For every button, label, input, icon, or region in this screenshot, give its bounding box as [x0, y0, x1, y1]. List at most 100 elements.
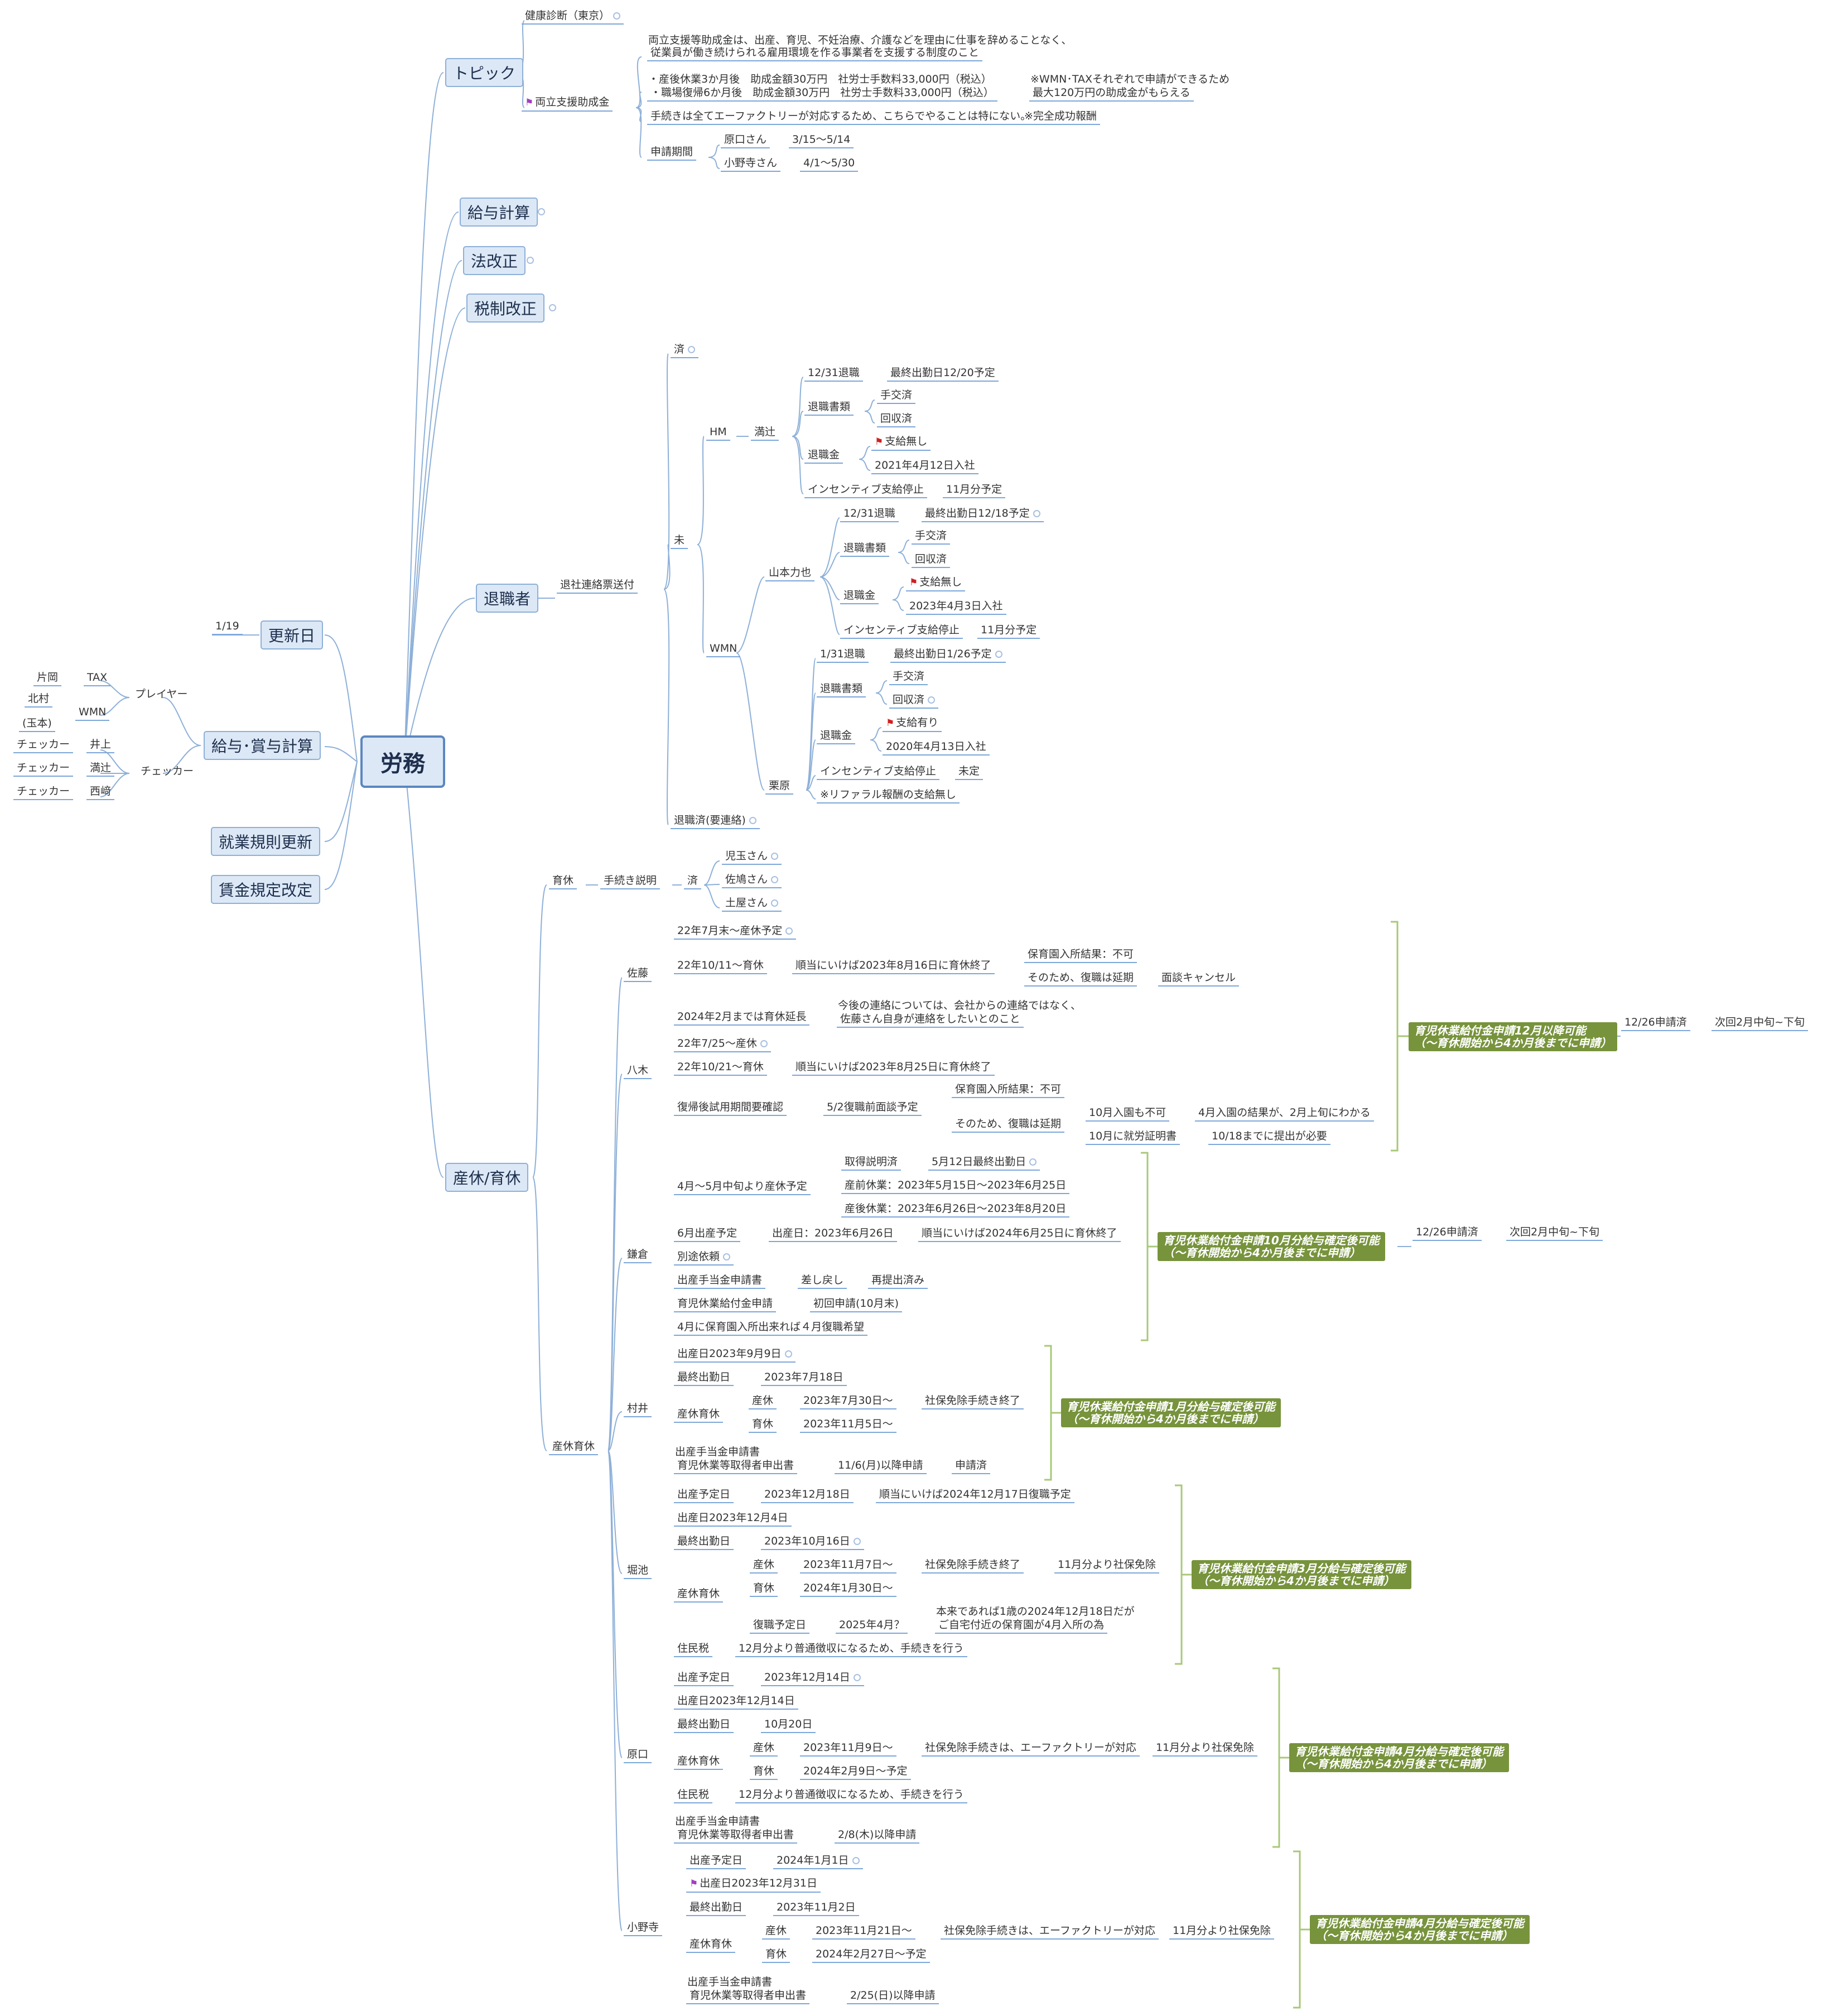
collapse-dot-icon[interactable] [853, 1674, 861, 1681]
leave-item: 出産予定日 [674, 1488, 734, 1503]
branch-law[interactable]: 法改正 [463, 246, 526, 275]
hire-date: 2021年4月12日入社 [871, 459, 978, 474]
person-explained: 佐鳩さん [722, 873, 782, 888]
employee-name[interactable]: 鎌倉 [624, 1248, 652, 1263]
collapse-dot-icon[interactable] [1033, 510, 1040, 517]
branch-topic[interactable]: トピック [445, 58, 524, 87]
employee-name[interactable]: 原口 [624, 1748, 652, 1763]
incentive-stop-value: 11月分予定 [943, 483, 1006, 498]
root-node[interactable]: 労務 [360, 735, 445, 788]
hire-date: 2020年4月13日入社 [883, 740, 990, 756]
benefit-summary-callout[interactable]: 育児休業給付金申請4月分給与確定後可能（～育休開始から4か月後までに申請） [1289, 1743, 1509, 1772]
node-resign-notice[interactable]: 退社連絡票送付 [557, 578, 638, 594]
branch-maternity[interactable]: 産休/育休 [445, 1163, 529, 1192]
collapse-dot-icon[interactable] [760, 1040, 768, 1047]
subsidy-note-line1: ※WMN･TAXそれぞれで申請ができるため [1030, 73, 1230, 85]
collapse-dot-icon[interactable] [853, 1538, 861, 1545]
leave-item: 復職予定日 [750, 1618, 810, 1634]
subsidy-person: 小野寺さん [721, 156, 781, 172]
leave-item: 住民税 [674, 1642, 713, 1657]
collapse-dot-icon[interactable] [852, 1857, 860, 1864]
incentive-stop-value: 未定 [955, 764, 984, 780]
collapse-dot-icon[interactable] [613, 12, 621, 20]
leave-item: 産休 [750, 1558, 778, 1574]
collapse-dot-icon[interactable] [723, 1253, 731, 1260]
collapse-dot-icon[interactable] [928, 696, 936, 704]
leave-item: 4月に保育園入所出来れば４月復職希望 [674, 1320, 868, 1336]
node-childcare-leave[interactable]: 育休 [549, 874, 577, 889]
collapse-dot-icon[interactable] [785, 927, 793, 935]
employee-name[interactable]: 佐藤 [624, 966, 652, 982]
employee-name[interactable]: 村井 [624, 1402, 652, 1417]
leave-item: 産前休業：2023年5月15日～2023年6月25日 [841, 1178, 1070, 1194]
collapse-dot-icon[interactable] [771, 876, 779, 883]
node-health-check[interactable]: 健康診断（東京） [522, 9, 624, 25]
leave-item: 22年7月末～産休予定 [674, 924, 797, 940]
leave-item: 10/18までに提出が必要 [1208, 1129, 1330, 1145]
player-team: WMN [75, 705, 110, 721]
collapse-dot-icon[interactable] [1029, 1158, 1037, 1166]
employee-name[interactable]: 八木 [624, 1064, 652, 1079]
leave-item: 6月出産予定 [674, 1226, 741, 1242]
subsidy-note-line2: 最大120万円の助成金がもらえる [1029, 86, 1194, 102]
severance: 退職金 [840, 589, 879, 604]
branch-retire[interactable]: 退職者 [476, 584, 539, 613]
collapse-dot-icon[interactable] [527, 257, 534, 264]
branch-rules-update[interactable]: 就業規則更新 [211, 827, 321, 856]
collapse-dot-icon[interactable] [549, 304, 556, 311]
collapse-dot-icon[interactable] [538, 208, 545, 215]
collapse-dot-icon[interactable] [749, 817, 756, 824]
branch-wage-rules[interactable]: 賃金規定改定 [211, 875, 321, 904]
node-subsidy[interactable]: ⚑両立支援助成金 [522, 95, 613, 112]
leave-item: 2/25(日)以降申請 [847, 1989, 939, 2004]
update-date-value: 1/19 [212, 619, 243, 635]
leave-item: 2024年1月1日 [773, 1854, 863, 1869]
leave-item: 順当にいけば2024年6月25日に育休終了 [918, 1226, 1121, 1242]
player-label: プレイヤー [135, 688, 188, 700]
checker-role: チェッカー [13, 761, 74, 777]
node-retired[interactable]: 退職済(要連絡) [671, 814, 760, 829]
branch-salary-bonus[interactable]: 給与･賞与計算 [204, 731, 321, 760]
node-explained[interactable]: 済 [684, 874, 702, 889]
subsidy-person-period: 3/15～5/14 [789, 133, 854, 148]
benefit-summary-callout[interactable]: 育児休業給付金申請1月分給与確定後可能（～育休開始から4か月後までに申請） [1061, 1398, 1281, 1427]
leave-item: 出産日2023年12月4日 [674, 1511, 792, 1527]
node-procedure-explain[interactable]: 手続き説明 [600, 874, 661, 889]
severance: 退職金 [817, 729, 856, 744]
leave-item: 12月分より普通徴収になるため、手続きを行う [735, 1788, 967, 1803]
benefit-summary-callout[interactable]: 育児休業給付金申請12月以降可能（～育休開始から4か月後までに申請） [1409, 1022, 1617, 1051]
employee-name[interactable]: 堀池 [624, 1563, 652, 1579]
benefit-summary-callout[interactable]: 育児休業給付金申請3月分給与確定後可能（～育休開始から4か月後までに申請） [1192, 1560, 1411, 1589]
checker-label: チェッカー [141, 765, 194, 777]
benefit-summary-callout[interactable]: 育児休業給付金申請10月分給与確定後可能（～育休開始から4か月後までに申請） [1158, 1232, 1385, 1261]
branch-update-date[interactable]: 更新日 [261, 620, 324, 649]
leave-item: 2023年7月30日～ [800, 1394, 896, 1409]
node-pending[interactable]: 未 [671, 533, 688, 549]
checker-role: チェッカー [13, 785, 74, 800]
collapse-dot-icon[interactable] [995, 651, 1002, 658]
collapse-dot-icon[interactable] [771, 899, 779, 907]
docs-status: 回収済 [877, 412, 916, 427]
docs-status: 手交済 [912, 529, 951, 545]
collapse-dot-icon[interactable] [771, 853, 779, 860]
leave-item: 最終出勤日 [674, 1534, 734, 1550]
collapse-dot-icon[interactable] [784, 1350, 792, 1358]
branch-tax[interactable]: 税制改正 [466, 294, 545, 323]
person-explained: 土屋さん [722, 896, 782, 912]
node-maternity-childcare[interactable]: 産休育休 [549, 1440, 599, 1455]
player-team: TAX [84, 671, 111, 686]
branch-payroll[interactable]: 給与計算 [460, 198, 538, 227]
node-done[interactable]: 済 [671, 343, 699, 358]
leave-item: 出産予定日 [674, 1671, 734, 1686]
collapse-dot-icon[interactable] [688, 346, 696, 353]
leave-item: 社保免除手続きは、エーファクトリーが対応 [941, 1924, 1159, 1940]
benefit-summary-callout[interactable]: 育児休業給付金申請4月分給与確定後可能（～育休開始から4か月後までに申請） [1310, 1915, 1530, 1944]
retire-date: 12/31退職 [840, 507, 899, 522]
leave-item: 22年10/11～育休 [674, 959, 767, 974]
leave-item: 順当にいけば2023年8月16日に育休終了 [792, 959, 995, 974]
checker-role: チェッカー [13, 738, 74, 753]
incentive-stop-value: 11月分予定 [977, 623, 1040, 639]
employee-name[interactable]: 小野寺 [624, 1921, 663, 1936]
person-explained: 児玉さん [722, 849, 782, 865]
